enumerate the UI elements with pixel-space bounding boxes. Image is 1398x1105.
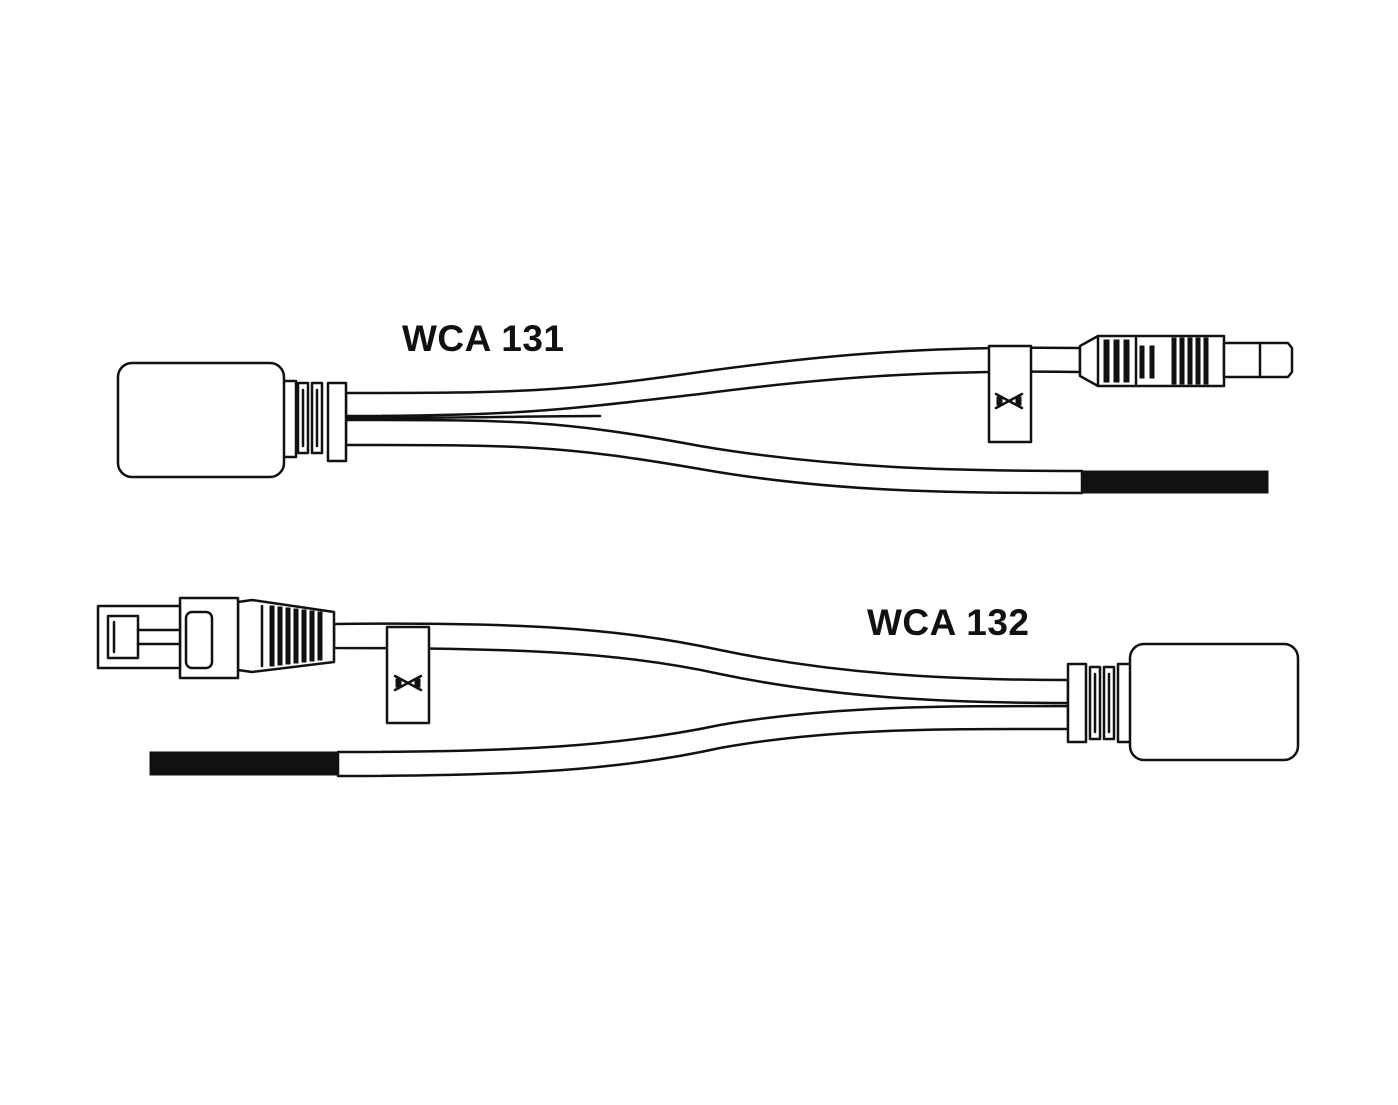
model-label-wca-132: WCA 132 xyxy=(867,602,1030,643)
rj45-male-plug xyxy=(96,596,336,680)
wire-end xyxy=(1081,470,1269,494)
cable-wca-132 xyxy=(96,596,1300,778)
cable-tag-132 xyxy=(385,625,431,725)
cable-wca-131 xyxy=(116,334,1294,495)
wire-end-132 xyxy=(149,751,339,776)
ring-4 xyxy=(326,381,348,463)
ring-132-1 xyxy=(1066,662,1088,744)
dc-barrel-plug xyxy=(1078,334,1294,388)
rj45-coupler-132 xyxy=(1128,642,1300,762)
tag-logo-icon xyxy=(994,392,1024,410)
rj45-coupler-131 xyxy=(116,361,286,479)
pigtail-branch-cable xyxy=(344,418,1084,495)
model-label-wca-131: WCA 131 xyxy=(402,318,565,359)
cable-tag-131 xyxy=(987,344,1033,444)
pigtail-branch-cable-132 xyxy=(336,704,1070,778)
tag-logo-icon-132 xyxy=(393,674,423,692)
